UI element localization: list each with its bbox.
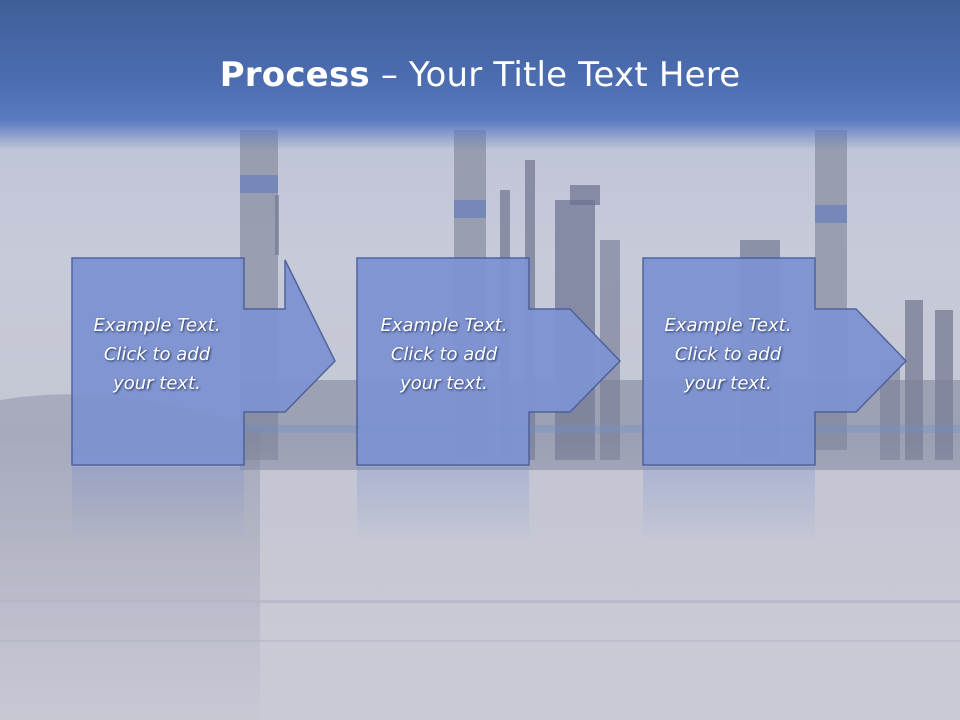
step-2-line-3: your text. [400,373,488,394]
step-3-line-3: your text. [684,373,772,394]
step-2-arrow-shape[interactable] [356,257,622,466]
step-2-line-2: Click to add [390,344,498,365]
step-3-reflection [643,467,815,542]
title-rest: – Your Title Text Here [369,55,741,95]
step-1-arrow-shape[interactable] [71,257,336,466]
step-2-text[interactable]: Example Text. Click to add your text. [359,311,529,398]
step-3-line-2: Click to add [674,344,782,365]
step-3-text[interactable]: Example Text. Click to add your text. [643,311,813,398]
step-2-reflection [357,467,529,542]
title-band [0,0,960,150]
step-1-line-2: Click to add [103,344,211,365]
step-1-line-1: Example Text. [93,315,221,336]
step-1-reflection [72,467,244,542]
step-1-text[interactable]: Example Text. Click to add your text. [72,311,242,398]
title-bold: Process [219,55,370,95]
step-3-line-1: Example Text. [664,315,792,336]
step-1-line-3: your text. [113,373,201,394]
step-3-arrow-shape[interactable] [642,257,908,466]
step-2-line-1: Example Text. [380,315,508,336]
slide-title[interactable]: Process – Your Title Text Here [0,52,960,98]
